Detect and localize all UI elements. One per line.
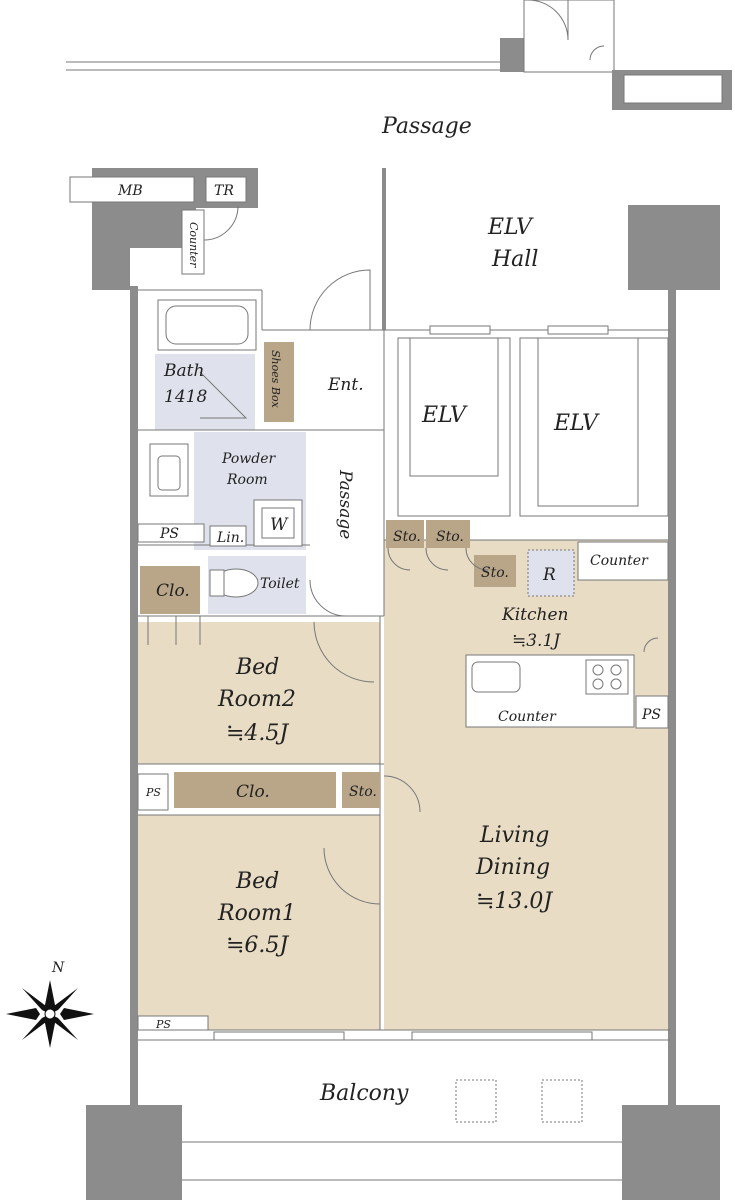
- powder-label-2: Room: [226, 472, 268, 488]
- compass-north-label: N: [51, 960, 65, 976]
- closet-top-label: Clo.: [156, 581, 190, 601]
- mb-label: MB: [117, 183, 143, 199]
- entrance-label: Ent.: [327, 375, 364, 395]
- storage-1-label: Sto.: [393, 529, 421, 545]
- counter-kitchen-bottom-label: Counter: [498, 709, 557, 725]
- closet-mid-label: Clo.: [236, 782, 270, 802]
- elevator-left: [397, 325, 511, 517]
- counter-vertical-label: Counter: [187, 222, 200, 268]
- bath-label-1: Bath: [163, 361, 204, 381]
- elv-hall-label-2: Hall: [491, 247, 538, 272]
- tr-label: TR: [214, 183, 234, 199]
- kitchen-label-2: ≒3.1J: [512, 631, 561, 651]
- living-floor: [384, 540, 668, 1030]
- bed1-label-3: ≒6.5J: [226, 933, 289, 958]
- ps-kitchen-label: PS: [641, 707, 661, 723]
- living-label-3: ≒13.0J: [476, 889, 553, 914]
- storage-2: [426, 520, 470, 548]
- bath-label-2: 1418: [164, 387, 207, 407]
- shoes-box-label: Shoes Box: [269, 350, 282, 409]
- elv-left-label: ELV: [421, 403, 468, 428]
- storage-3: [474, 555, 516, 587]
- ps-top-label: PS: [159, 526, 179, 542]
- storage-mid-label: Sto.: [349, 784, 377, 800]
- outside-passage: [66, 0, 732, 110]
- bedroom2-floor: [138, 622, 380, 764]
- powder-label-1: Powder: [221, 451, 277, 467]
- toilet-label: Toilet: [260, 576, 300, 592]
- bed1-label-2: Room1: [217, 901, 296, 926]
- bed2-label-3: ≒4.5J: [226, 721, 289, 746]
- balcony-label: Balcony: [319, 1081, 409, 1106]
- closet-top: [140, 566, 200, 614]
- bed2-label-1: Bed: [235, 655, 279, 680]
- closet-mid: [174, 772, 336, 808]
- elv-hall-label-1: ELV: [487, 215, 534, 240]
- washer-label: W: [270, 515, 289, 535]
- compass-rose: [6, 980, 94, 1048]
- elv-right-label: ELV: [553, 411, 600, 436]
- fixtures: [69, 176, 669, 1123]
- storage-mid: [342, 772, 380, 808]
- counter-kitchen-top-label: Counter: [590, 553, 649, 569]
- storage-3-label: Sto.: [481, 565, 509, 581]
- doors: [147, 205, 659, 905]
- bedroom1-floor: [138, 815, 380, 1030]
- ps-mid-label: PS: [145, 786, 161, 799]
- living-label-2: Dining: [475, 855, 550, 880]
- outside-passage-label: Passage: [381, 114, 472, 139]
- bath-floor: [155, 354, 255, 430]
- bed2-label-2: Room2: [217, 687, 296, 712]
- storage-2-label: Sto.: [436, 529, 464, 545]
- storage-1: [386, 520, 424, 548]
- living-label-1: Living: [479, 823, 549, 848]
- bed1-label-1: Bed: [235, 869, 279, 894]
- linen-label: Lin.: [216, 530, 244, 546]
- passage-inner-label: Passage: [335, 469, 355, 539]
- refrigerator-label: R: [542, 565, 556, 585]
- shoes-box: [264, 342, 294, 422]
- kitchen-label-1: Kitchen: [501, 605, 568, 625]
- ps-bottom-label: PS: [155, 1018, 171, 1031]
- elevator-right: [519, 325, 669, 517]
